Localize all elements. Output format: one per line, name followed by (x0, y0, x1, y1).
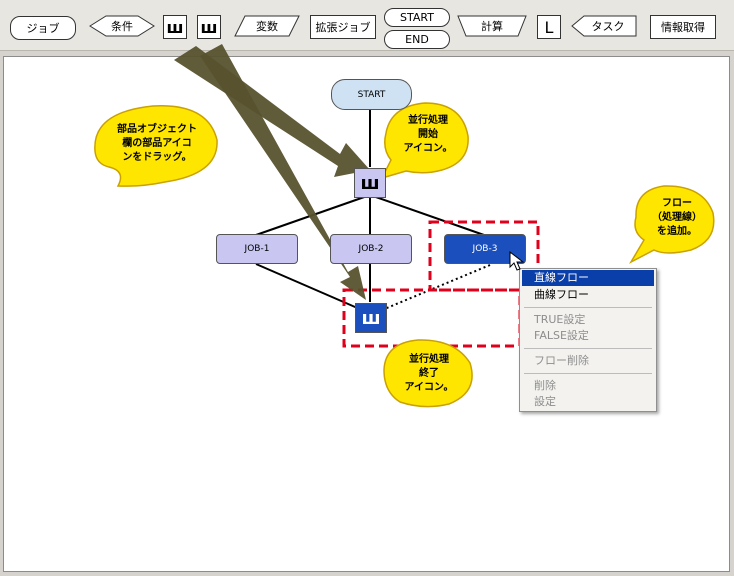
menu-item-flow-delete[interactable]: フロー削除 (534, 354, 589, 367)
job1-node[interactable]: JOB-1 (216, 234, 298, 264)
toolbar: ジョブ 条件 ш ш 変数 拡張ジョブ START END 計算 L タスク 情… (0, 0, 734, 51)
info-get-button[interactable]: 情報取得 (650, 15, 716, 39)
extended-job-button[interactable]: 拡張ジョブ (310, 15, 376, 39)
calc-button-shape[interactable] (456, 14, 528, 38)
flow-to-job3 (369, 194, 485, 236)
callout-flow-add-bubble (629, 185, 715, 264)
drag-arrow-2 (200, 44, 366, 300)
condition-button[interactable]: 条件 (111, 20, 133, 33)
callout-flow-add-text: フロー （処理線） を追加。 (652, 198, 702, 237)
menu-item-settings[interactable]: 設定 (534, 395, 556, 408)
parallel-start-tool-icon[interactable]: ш (163, 15, 187, 39)
menu-item-false-setting[interactable]: FALSE設定 (534, 329, 589, 342)
variable-button-shape[interactable] (233, 14, 301, 38)
variable-button[interactable]: 変数 (256, 20, 278, 33)
menu-item-delete[interactable]: 削除 (534, 379, 556, 392)
job-button[interactable]: ジョブ (10, 16, 76, 40)
start-node[interactable]: START (331, 79, 412, 110)
menu-separator (524, 348, 652, 349)
callout-drag-text: 部品オブジェクト 欄の部品アイコ ンをドラッグ。 (117, 124, 197, 163)
menu-item-true-setting[interactable]: TRUE設定 (534, 313, 586, 326)
callout-parallel-end-text: 並行処理 終了 アイコン。 (404, 354, 454, 393)
menu-separator (524, 373, 652, 374)
end-button[interactable]: END (384, 30, 450, 49)
parallel-end-node-icon[interactable]: ш (355, 303, 387, 333)
loop-tool-icon[interactable]: L (537, 15, 561, 39)
menu-item-curved-flow[interactable]: 曲線フロー (534, 288, 589, 301)
parallel-end-tool-icon[interactable]: ш (197, 15, 221, 39)
menu-item-straight-flow[interactable]: 直線フロー (522, 270, 654, 286)
start-button[interactable]: START (384, 8, 450, 27)
task-button[interactable]: タスク (591, 20, 625, 33)
flow-job3-to-end-dotted (381, 264, 491, 311)
task-button-shape[interactable] (570, 14, 640, 38)
mouse-pointer-icon (509, 251, 525, 271)
callout-parallel-end-bubble (383, 339, 473, 408)
condition-button-shape[interactable] (88, 14, 156, 38)
menu-separator (524, 307, 652, 308)
calc-button[interactable]: 計算 (481, 20, 503, 33)
callout-drag-bubble (94, 105, 218, 187)
context-menu[interactable]: 直線フロー 曲線フロー TRUE設定 FALSE設定 フロー削除 削除 設定 (519, 268, 657, 412)
job2-node[interactable]: JOB-2 (330, 234, 412, 264)
parallel-start-node-icon[interactable]: ш (354, 168, 386, 198)
callout-parallel-start-text: 並行処理 開始 アイコン。 (403, 115, 453, 154)
callout-parallel-start-bubble (380, 102, 469, 180)
